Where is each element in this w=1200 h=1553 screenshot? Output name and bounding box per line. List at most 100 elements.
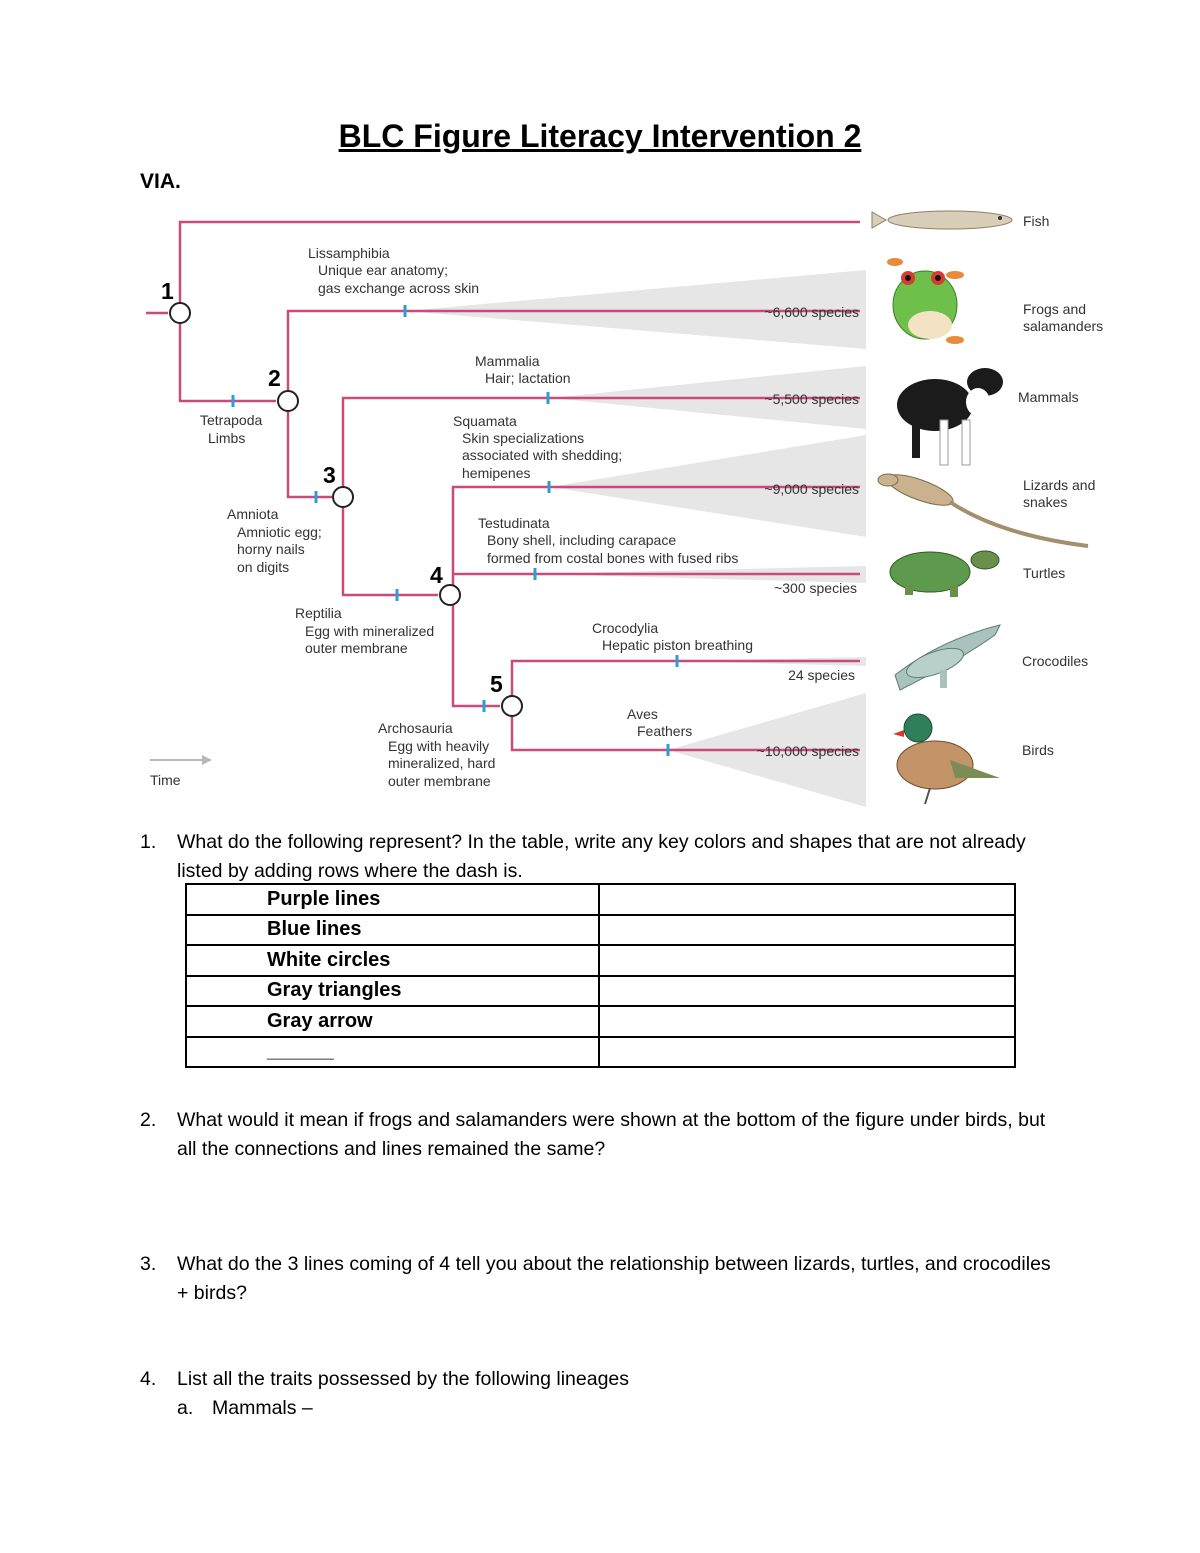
question-text: What do the 3 lines coming of 4 tell you… [177,1250,1060,1308]
clade-name: Archosauria [378,720,453,736]
table-row: Gray arrow [186,1006,1015,1037]
question-text: What would it mean if frogs and salamand… [177,1106,1060,1164]
clade-trait: Egg with mineralized [305,623,434,639]
row-label: Purple lines [186,884,599,915]
clade-amniota: Amniota Amniotic egg; horny nails on dig… [227,506,322,575]
clade-trait: Amniotic egg; [237,524,322,540]
clade-name: Crocodylia [592,620,658,636]
clade-trait: horny nails [237,541,305,557]
duck-icon [893,714,1000,804]
clade-trait: associated with shedding; [462,447,622,463]
species-count: ~5,500 species [764,391,859,407]
answer-cell[interactable] [599,945,1015,976]
taxon-label: Turtles [1023,565,1065,581]
clade-trait: gas exchange across skin [318,280,479,296]
crocodile-icon [895,625,1000,690]
question-3: 3. What do the 3 lines coming of 4 tell … [140,1250,1060,1308]
clade-trait: Feathers [637,723,692,739]
clade-trait: mineralized, hard [388,755,495,771]
clade-testudinata: Testudinata Bony shell, including carapa… [478,515,738,566]
clade-trait: Limbs [208,430,245,446]
clade-name: Aves [627,706,658,722]
row-label: Gray arrow [186,1006,599,1037]
question-text: List all the traits possessed by the fol… [177,1365,1060,1394]
clade-lissamphibia: Lissamphibia Unique ear anatomy; gas exc… [308,245,479,296]
clade-trait: Bony shell, including carapace [487,532,676,548]
table-row: Blue lines [186,915,1015,946]
taxon-label: Birds [1022,742,1054,758]
species-count: ~6,600 species [764,304,859,320]
clade-trait: formed from costal bones with fused ribs [487,550,738,566]
species-count: ~300 species [774,580,857,596]
taxon-label: Fish [1023,213,1049,229]
clade-archosauria: Archosauria Egg with heavily mineralized… [378,720,495,789]
question-1: 1. What do the following represent? In t… [140,828,1060,886]
clade-trait: Hair; lactation [485,370,571,386]
clade-trait: outer membrane [305,640,408,656]
answer-cell[interactable] [599,1006,1015,1037]
table-row: Gray triangles [186,976,1015,1007]
table-row: Purple lines [186,884,1015,915]
row-label: ______ [186,1037,599,1068]
clade-trait: on digits [237,559,289,575]
dog-icon [897,368,1003,465]
clade-trait: outer membrane [388,773,491,789]
clade-crocodylia: Crocodylia Hepatic piston breathing [592,620,753,653]
clade-name: Mammalia [475,353,540,369]
clade-name: Squamata [453,413,517,429]
question-text: What do the following represent? In the … [177,828,1060,886]
subitem-text: Mammals – [212,1397,313,1419]
node-number: 3 [323,462,336,488]
clade-mammalia: Mammalia Hair; lactation [475,353,571,386]
question-4-subitem-a: a.Mammals – [177,1394,313,1423]
node-number: 1 [161,278,174,304]
clade-trait: Unique ear anatomy; [318,262,448,278]
species-count: 24 species [788,667,855,683]
subitem-letter: a. [177,1394,212,1423]
species-count: ~9,000 species [764,481,859,497]
row-label: Gray triangles [186,976,599,1007]
question-2: 2. What would it mean if frogs and salam… [140,1106,1060,1164]
frog-icon [887,258,964,344]
table-row: ______ [186,1037,1015,1068]
clade-trait: Skin specializations [462,430,584,446]
question-number: 1. [140,828,156,857]
taxon-label: Crocodiles [1022,653,1088,669]
table-row: White circles [186,945,1015,976]
clade-aves: Aves Feathers [627,706,692,739]
clade-trait: hemipenes [462,465,531,481]
fish-icon [872,211,1012,229]
clade-name: Tetrapoda [200,412,262,428]
node-number: 2 [268,365,281,391]
taxon-label: Mammals [1018,389,1079,405]
time-arrow-icon [150,755,212,765]
species-count: ~10,000 species [757,743,859,759]
clade-trait: Hepatic piston breathing [602,637,753,653]
turtle-icon [890,551,999,597]
answer-cell[interactable] [599,1037,1015,1068]
clade-trait: Egg with heavily [388,738,489,754]
question-number: 2. [140,1106,156,1135]
answer-cell[interactable] [599,884,1015,915]
answer-cell[interactable] [599,915,1015,946]
question-4: 4. List all the traits possessed by the … [140,1365,1060,1394]
row-label: White circles [186,945,599,976]
row-label: Blue lines [186,915,599,946]
time-label: Time [150,772,181,788]
answer-cell[interactable] [599,976,1015,1007]
phylogenetic-tree-figure: 1 2 3 4 5 Time Lissamphibia Unique ear a… [0,0,1200,820]
node-number: 5 [490,671,503,697]
node-number: 4 [430,562,443,588]
question-number: 4. [140,1365,156,1394]
clade-name: Amniota [227,506,279,522]
clade-squamata: Squamata Skin specializations associated… [453,413,622,481]
clade-tetrapoda: Tetrapoda Limbs [200,412,262,446]
clade-reptilia: Reptilia Egg with mineralized outer memb… [295,605,434,656]
clade-name: Reptilia [295,605,342,621]
question-number: 3. [140,1250,156,1279]
clade-name: Testudinata [478,515,550,531]
clade-name: Lissamphibia [308,245,390,261]
